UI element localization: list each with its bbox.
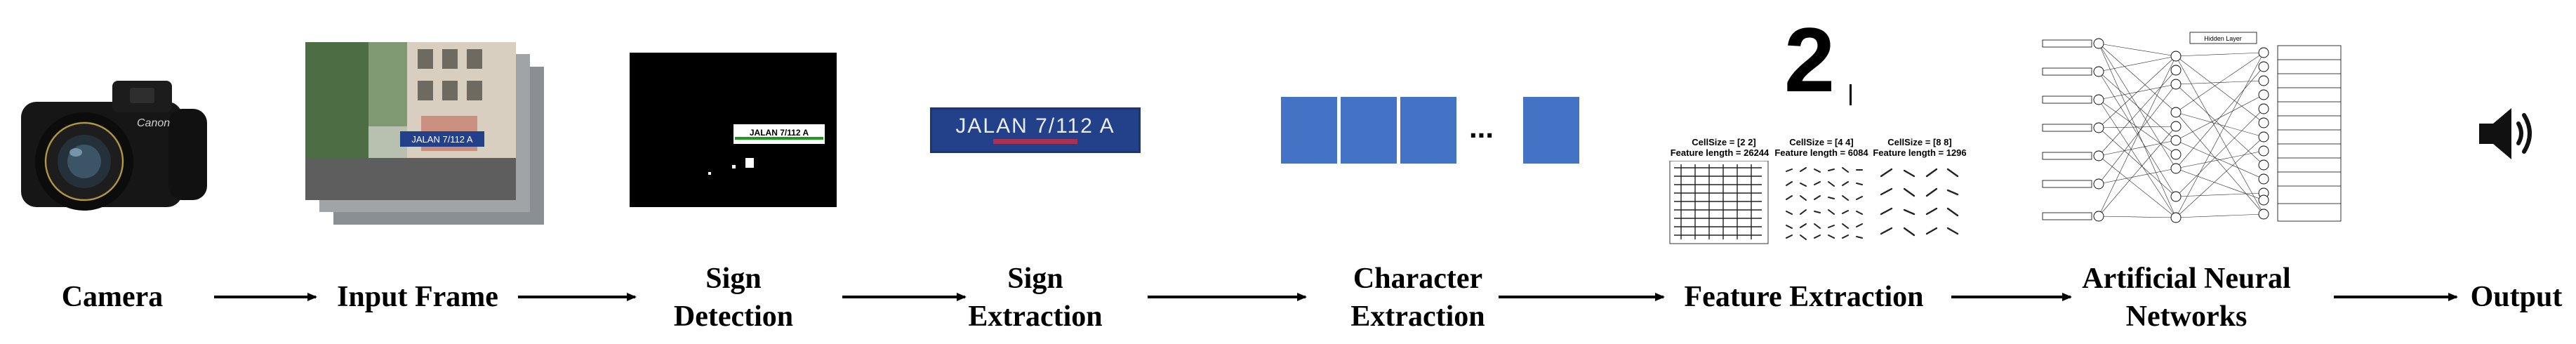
camera-brand: Canon [137, 117, 170, 129]
char-block-last [1523, 97, 1579, 164]
hog-panel-2-cell: CellSize = [4 4] [1789, 137, 1854, 147]
hog-panel-3-cell: CellSize = [8 8] [1887, 137, 1952, 147]
input-frame-sign-text: JALAN 7/112 A [411, 134, 473, 145]
label-feature-extraction: Feature Extraction [1684, 281, 1924, 313]
input-frame-image: JALAN 7/112 A [302, 39, 547, 228]
neural-network-diagram: Hidden Layer [2036, 28, 2351, 235]
sign-extraction-sign-text: JALAN 7/112 A [955, 114, 1115, 138]
char-block-3 [1400, 97, 1456, 164]
label-output: Output [2470, 281, 2563, 313]
label-sign-extraction: Sign Extraction [968, 263, 1103, 333]
sign-detection-sign-text: JALAN 7/112 A [750, 128, 809, 138]
sign-extraction-image: JALAN 7/112 A [930, 107, 1141, 153]
character-extraction-blocks: ... [1281, 97, 1583, 164]
label-sign-detection: Sign Detection [673, 263, 794, 333]
sign-detection-image: JALAN 7/112 A [630, 53, 837, 207]
speaker-icon [2478, 104, 2541, 164]
hog-panel-1: CellSize = [2 2] Feature length = 26244 [1667, 137, 1772, 249]
hog-panel-2: CellSize = [4 4] Feature length = 6084 [1772, 137, 1871, 249]
hog-panel-1-length: Feature length = 26244 [1670, 147, 1770, 158]
hog-panel-2-length: Feature length = 6084 [1774, 147, 1868, 158]
camera-image: Canon [7, 74, 218, 221]
feature-digit: 2 [1784, 18, 1835, 109]
label-artificial-neural-networks: Artificial Neural Networks [2082, 263, 2291, 333]
hog-panel-3: CellSize = [8 8] Feature length = 1296 [1871, 137, 1969, 249]
hog-panel-1-cell: CellSize = [2 2] [1692, 137, 1756, 147]
label-input-frame: Input Frame [337, 281, 498, 313]
char-ellipsis: ... [1469, 111, 1494, 144]
label-character-extraction: Character Extraction [1350, 263, 1485, 333]
char-block-1 [1281, 97, 1337, 164]
hidden-layer-title: Hidden Layer [2204, 35, 2242, 42]
label-camera: Camera [61, 281, 164, 313]
hog-panel-3-length: Feature length = 1296 [1873, 147, 1967, 158]
feature-digit-image: 2 [1769, 18, 1860, 109]
char-block-2 [1341, 97, 1397, 164]
